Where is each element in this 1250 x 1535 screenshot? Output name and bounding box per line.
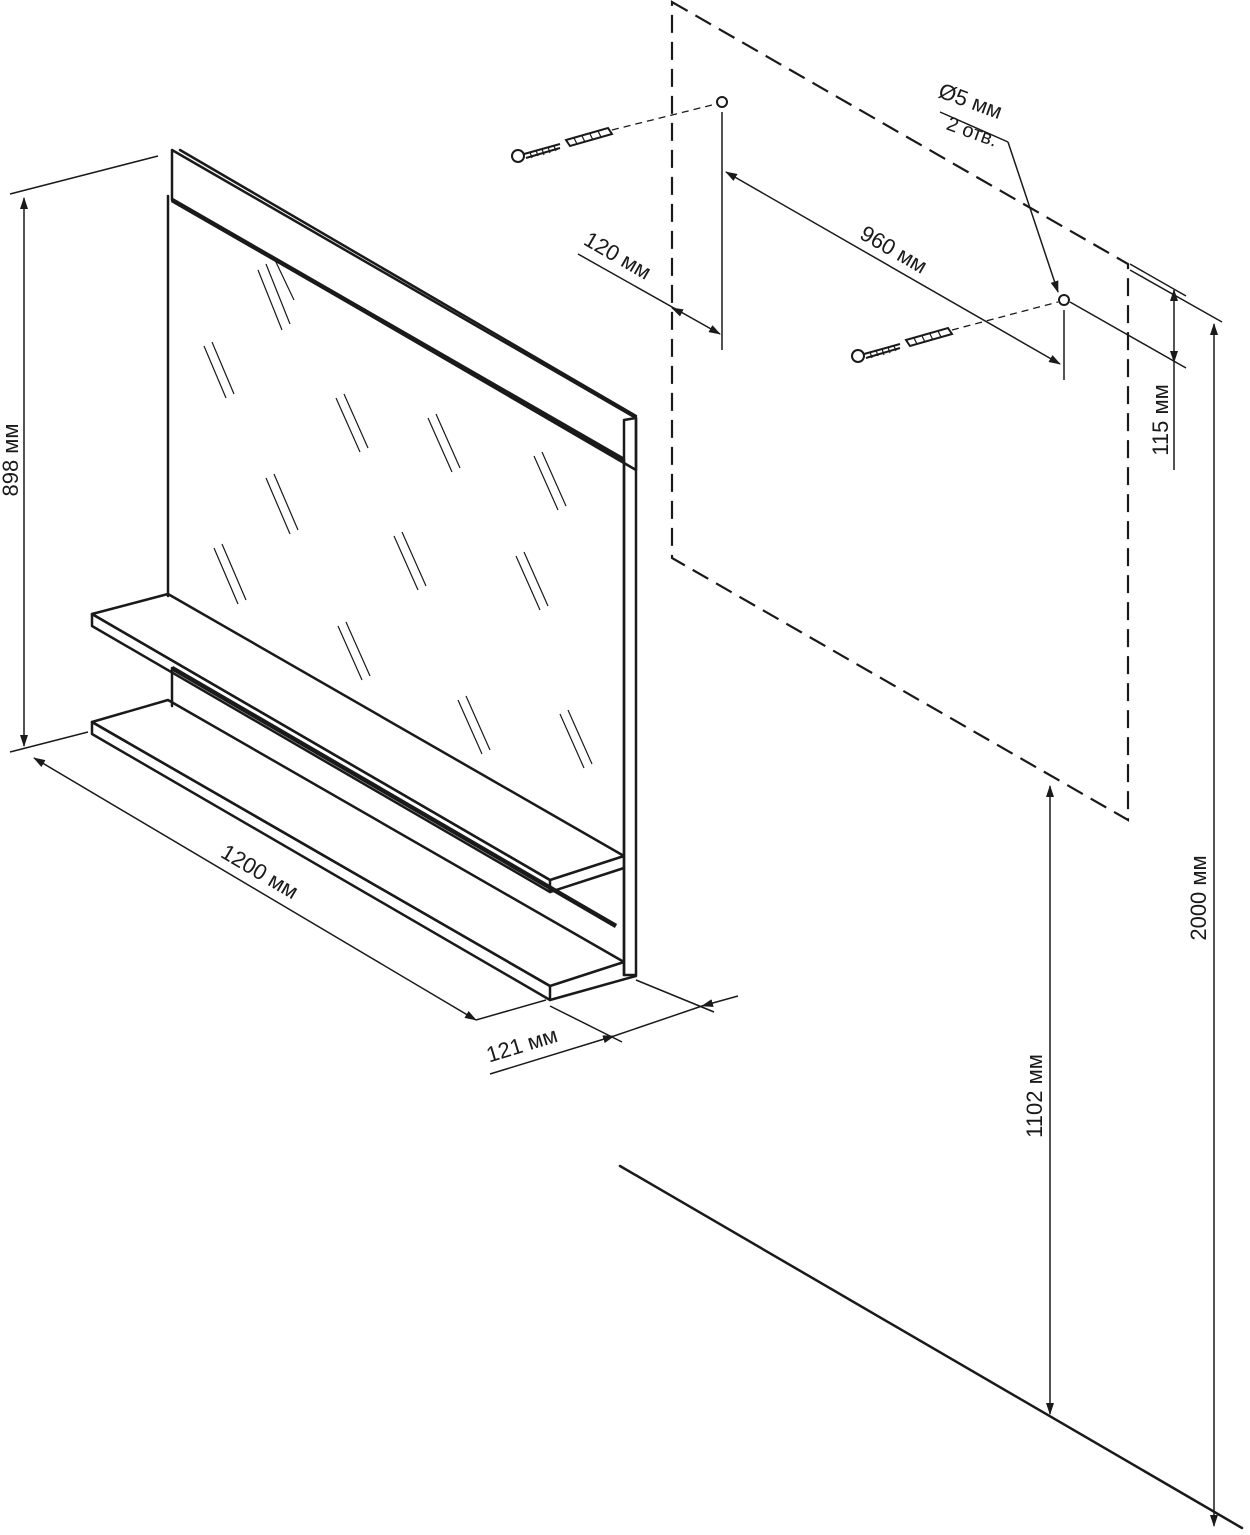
upper-shelf <box>90 592 626 882</box>
bottom-to-floor-dimension: 1102 мм <box>1022 785 1054 1415</box>
right-dowel-icon <box>904 326 954 348</box>
depth-dimension: 121 мм <box>483 979 739 1075</box>
left-dowel-icon <box>564 126 614 148</box>
top-offset-dimension: 115 мм <box>1069 263 1187 470</box>
side-offset-dimension: 120 мм <box>577 226 721 335</box>
left-screw-icon <box>511 143 561 163</box>
lower-shelf-side <box>548 974 638 1002</box>
side-panel <box>622 416 638 977</box>
hole-diameter-label: Ø5 мм <box>935 78 1005 124</box>
wall-outline <box>670 0 1130 822</box>
hole-right-icon <box>1058 294 1070 306</box>
depth-label: 121 мм <box>483 1022 560 1067</box>
hole-spacing-label: 960 мм <box>856 220 932 278</box>
right-screw-icon <box>851 343 901 363</box>
left-hole-guide <box>611 103 717 131</box>
hole-left-icon <box>716 96 728 108</box>
top-to-floor-label: 2000 мм <box>1186 855 1211 940</box>
bottom-to-floor-label: 1102 мм <box>1022 1054 1047 1138</box>
top-offset-label: 115 мм <box>1148 384 1173 455</box>
height-label: 898 мм <box>0 423 23 496</box>
hole-callout: Ø5 мм 2 отв. <box>935 78 1059 293</box>
lower-shelf-front <box>90 720 552 1002</box>
top-to-floor-dimension: 2000 мм <box>1129 269 1223 1527</box>
hole-spacing-dimension: 960 мм <box>721 112 1065 380</box>
top-band <box>170 148 638 472</box>
upper-shelf-side <box>548 866 626 894</box>
right-hole-guide <box>951 301 1059 331</box>
height-dimension: 898 мм <box>0 155 159 753</box>
width-dimension: 1200 мм <box>33 757 547 1021</box>
mirror-cabinet <box>90 148 638 1002</box>
top-band-top-edge <box>178 148 638 418</box>
lower-shelf <box>90 698 626 988</box>
top-band-edge <box>170 198 626 462</box>
glass-reflections <box>203 257 593 769</box>
floor-line <box>618 1164 1244 1530</box>
